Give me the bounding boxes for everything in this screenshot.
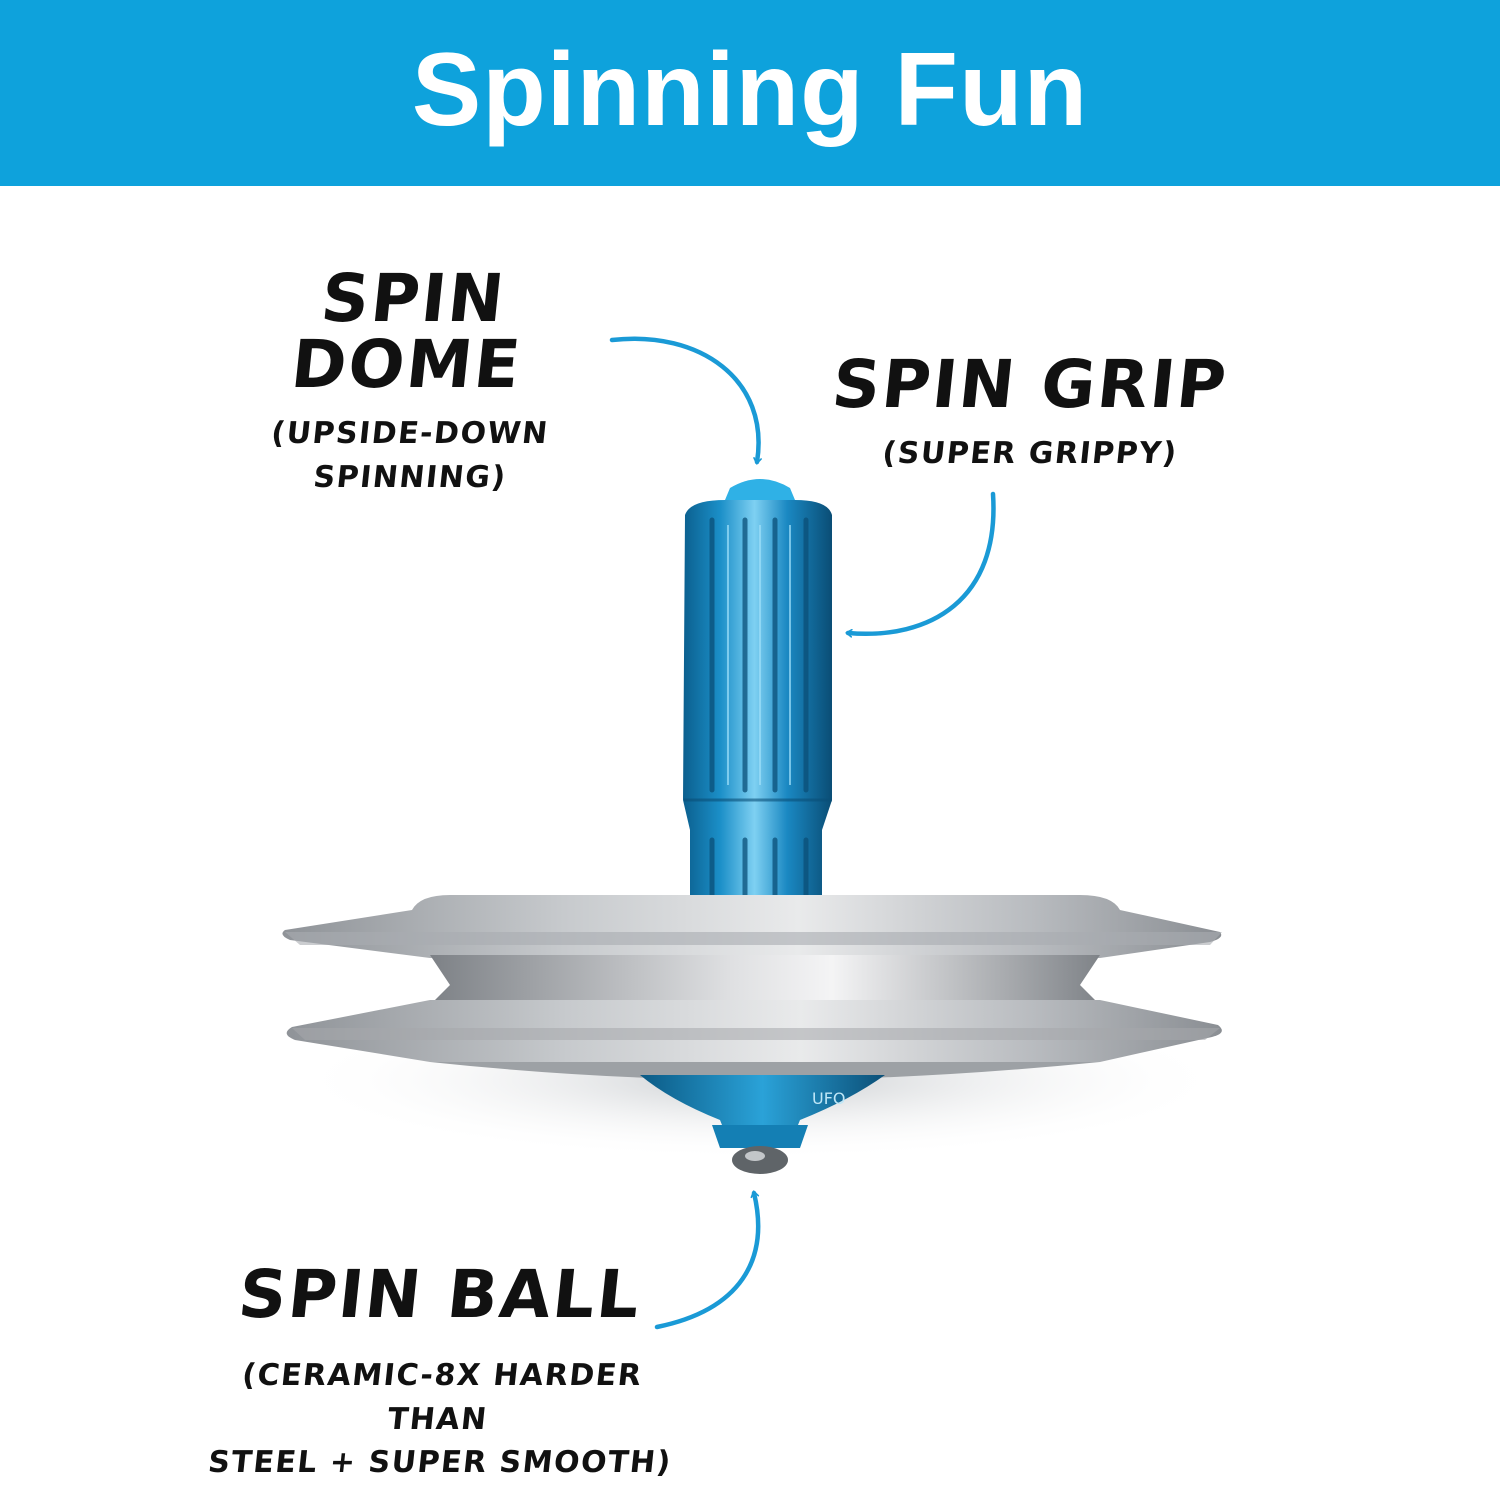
spin-dome-desc-line2: SPINNING) bbox=[311, 459, 509, 495]
spin-ball-desc-line1: (CERAMIC-8X HARDER THAN bbox=[240, 1358, 645, 1437]
spin-grip-title: SPIN GRIP bbox=[828, 346, 1232, 423]
spin-ball-title: SPIN BALL bbox=[234, 1256, 646, 1333]
spin-grip-arrow bbox=[845, 491, 996, 638]
spin-ball-callout: SPIN BALL (CERAMIC-8X HARDER THAN STEEL … bbox=[190, 1256, 690, 1485]
spin-ball-tip: UFO bbox=[640, 1075, 885, 1174]
spin-grip-callout: SPIN GRIP (SUPER GRIPPY) bbox=[820, 346, 1240, 476]
title-banner: Spinning Fun bbox=[0, 0, 1500, 186]
spin-grip-shaft bbox=[683, 479, 832, 910]
spin-dome-arrow bbox=[609, 336, 762, 465]
spin-dome-desc-line1: (UPSIDE-DOWN bbox=[269, 416, 551, 451]
spin-ball-desc-line2: STEEL + SUPER SMOOTH) bbox=[206, 1445, 674, 1480]
spin-dome-title: SPIN DOME bbox=[287, 260, 526, 403]
spin-disc bbox=[282, 895, 1222, 1080]
page-title: Spinning Fun bbox=[411, 31, 1089, 148]
ufo-engraving: UFO bbox=[812, 1089, 846, 1108]
spin-grip-desc: (SUPER GRIPPY) bbox=[880, 436, 1180, 471]
spin-ball-arrow bbox=[654, 1190, 761, 1330]
spin-dome-callout: SPIN DOME (UPSIDE-DOWN SPINNING) bbox=[200, 260, 620, 499]
